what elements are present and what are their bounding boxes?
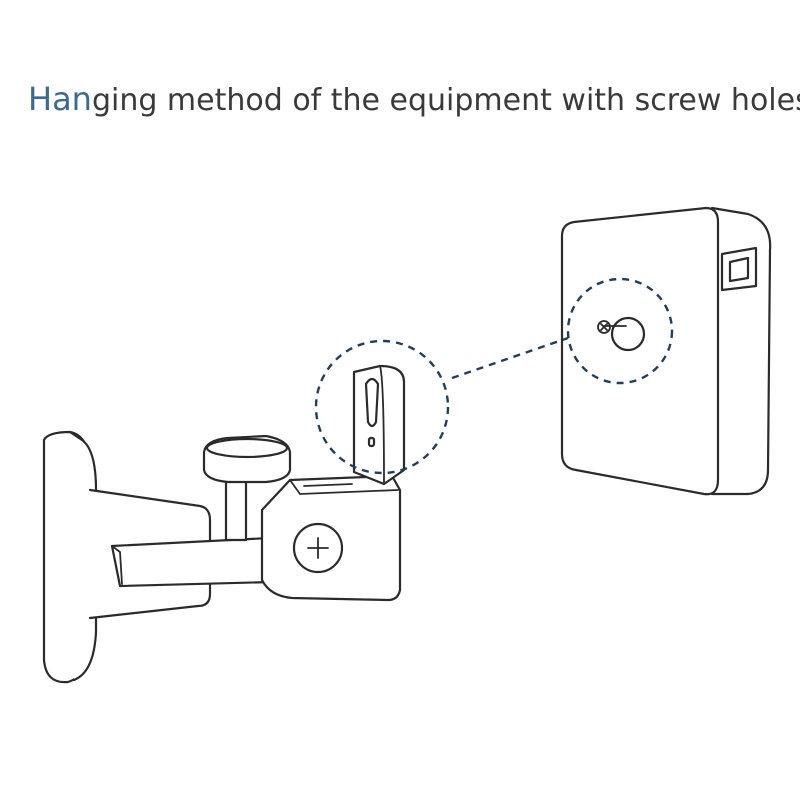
bracket-upright-plate xyxy=(352,364,406,486)
screw-plus-icon xyxy=(292,522,344,574)
wall-mounted-device-icon xyxy=(560,206,772,496)
bracket-callout-circle xyxy=(314,339,450,475)
keyhole-slot-icon xyxy=(597,316,646,352)
wall-mount-bracket-icon xyxy=(42,339,450,684)
callout-connector-line xyxy=(451,336,569,380)
device-side-window xyxy=(720,246,758,292)
device-callout-circle xyxy=(566,277,674,385)
title-lead: Han xyxy=(28,80,92,118)
adjustment-knob xyxy=(202,434,292,484)
title-rest: ging method of the equipment with screw … xyxy=(91,83,800,118)
diagram-title: Hanging method of the equipment with scr… xyxy=(28,80,800,118)
